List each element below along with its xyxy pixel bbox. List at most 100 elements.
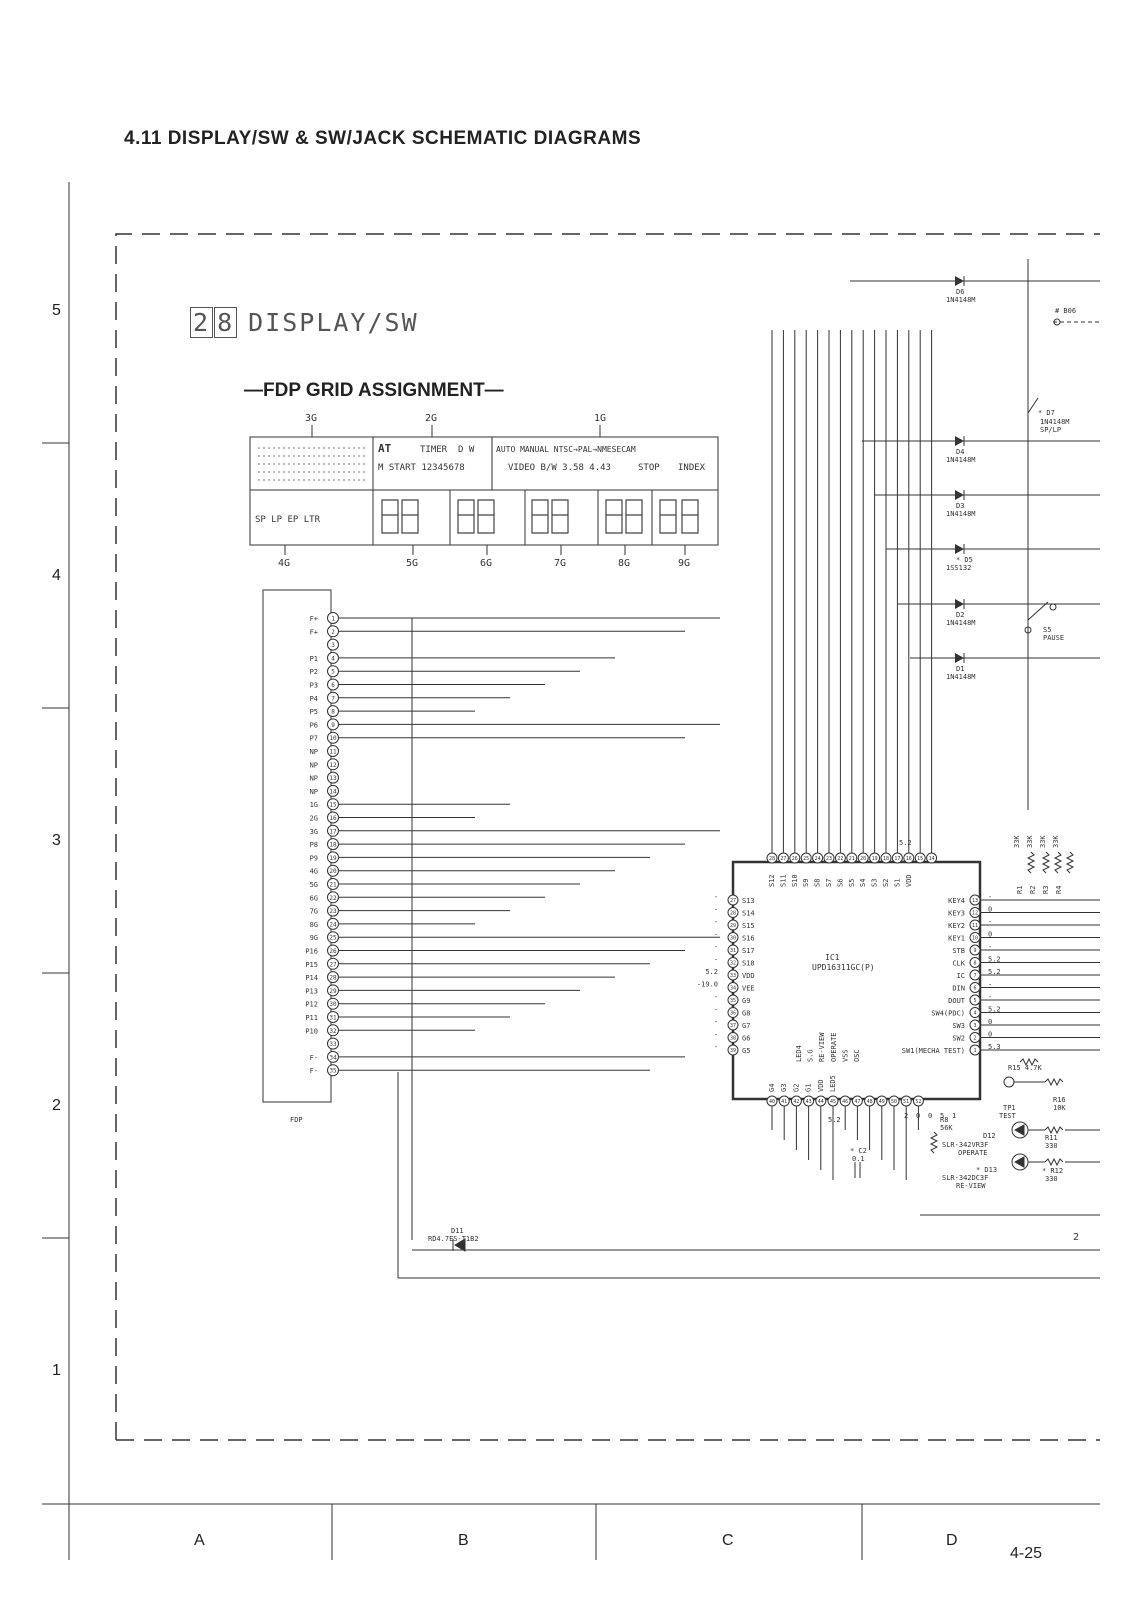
connector-pin-23 <box>327 904 339 917</box>
ic-left-pin <box>727 1007 739 1018</box>
c2-ref: * C2 <box>850 1147 867 1155</box>
fdp-grid-heading: —FDP GRID ASSIGNMENT— <box>244 380 504 401</box>
connector-pin-number: 35 <box>329 1068 337 1075</box>
connector-pin-name: F- <box>310 1067 318 1075</box>
resistor-ref: R4 <box>1055 886 1063 894</box>
ic1-part: UPD16311GC(P) <box>812 963 875 972</box>
ic-right-pin-voltage: 5.2 <box>988 1006 1001 1014</box>
ic-right-pin-number: 7 <box>973 973 976 979</box>
ic-top-pin-number: 24 <box>815 856 821 862</box>
connector-pin-name: P13 <box>305 987 318 995</box>
connector-pin-name: 4G <box>310 868 318 876</box>
section-number-a: 2 <box>190 307 214 338</box>
diode-part: 1N4148M <box>946 510 976 518</box>
diode-part: 1N4148M <box>946 456 976 464</box>
ic-top-pin-name: S4 <box>859 879 867 887</box>
connector-pin-name: 9G <box>310 934 318 942</box>
connector-pin-number: 22 <box>329 895 337 902</box>
resistor-value: 33K <box>1026 835 1034 848</box>
ic-left-pin-number: 39 <box>730 1048 736 1054</box>
connector-pin-name: P9 <box>310 854 318 862</box>
d13-part: SLR-342DC3F <box>942 1174 988 1182</box>
ic-right-pin-voltage: - <box>988 943 992 951</box>
connector-pin-8 <box>327 705 339 718</box>
ic1-pins: 28S1227S1126S1025S924S823S722S621S520S41… <box>697 852 1001 1120</box>
connector-pin-number: 5 <box>331 669 335 676</box>
section-name: DISPLAY/SW <box>248 308 419 337</box>
connector-pin-number: 10 <box>329 735 337 742</box>
indicator-stop: STOP <box>638 463 660 473</box>
ic-bottom-pin-number: 52 <box>915 1099 921 1105</box>
ic-top-pin-number: 15 <box>917 856 923 862</box>
d11-ref: D11 <box>451 1227 464 1235</box>
ic-left-pin <box>727 969 739 981</box>
ic-right-pin-number: 12 <box>972 911 978 917</box>
resistor-ref: R2 <box>1029 886 1037 894</box>
connector-pin-name: NP <box>310 788 318 796</box>
ic-top-pin-number: 26 <box>792 856 798 862</box>
ic-left-pin-name: S15 <box>742 922 755 930</box>
connector-pin-6 <box>327 678 339 691</box>
connector-pin-25 <box>327 931 339 944</box>
diode-symbol <box>955 490 964 500</box>
ic-top-pin-name: S2 <box>882 879 890 887</box>
ic-bottom-pin-number: 46 <box>842 1099 848 1105</box>
d12-part: SLR-342VR3F <box>942 1141 988 1149</box>
connector-pin-1 <box>327 612 339 624</box>
d13-func: RE-VIEW <box>956 1182 986 1190</box>
d7-part: 1N4148M <box>1040 418 1070 426</box>
connector-pin-name: F- <box>310 1054 318 1062</box>
ic-bottom-pin-number: 41 <box>781 1099 787 1105</box>
indicator-at: AT <box>378 442 392 455</box>
ic-bottom-pin-number: 49 <box>879 1099 885 1105</box>
connector-pin-name: P1 <box>310 655 318 663</box>
diode-ref: D2 <box>956 611 964 619</box>
diode-part: 1N4148M <box>946 619 976 627</box>
connector-pin-number: 13 <box>329 775 337 782</box>
ic-right-pin-voltage: 5.2 <box>988 968 1001 976</box>
connector-pin-number: 18 <box>329 842 337 849</box>
ic-top-pin-number: 28 <box>769 856 775 862</box>
s5-ref: S5 <box>1043 626 1051 634</box>
connector-pin-number: 30 <box>329 1001 337 1008</box>
ic-left-pin-number: 31 <box>730 948 736 954</box>
ic-right-pin-name: SW3 <box>952 1022 965 1030</box>
connector-pin-number: 3 <box>331 642 335 649</box>
ic-left-pin-number: 38 <box>730 1036 736 1042</box>
connector-pin-number: 6 <box>331 682 335 689</box>
connector-pin-20 <box>327 864 339 877</box>
ic-left-pin-voltage: - <box>714 993 718 1001</box>
ic-right-pin-voltage: - <box>988 918 992 926</box>
ic-right-pin-number: 4 <box>973 1011 976 1017</box>
ic1-body <box>731 860 982 1101</box>
connector-pin-19 <box>327 851 339 864</box>
connector-pin-number: 29 <box>329 988 337 995</box>
ic-top-pin-name: S11 <box>779 874 787 887</box>
ic-left-pin <box>727 1032 739 1043</box>
connector-pin-34 <box>327 1050 339 1063</box>
diode-part: 1N4148M <box>946 296 976 304</box>
grid-label-5g: 5G <box>406 558 418 569</box>
diode-symbol <box>955 544 964 554</box>
ic-right-pin-number: 11 <box>972 923 978 929</box>
connector-pin-name: 6G <box>310 894 318 902</box>
ic-right-pin-voltage: 5.3 <box>988 1043 1001 1051</box>
ic-inner-label: LED4 <box>795 1045 803 1062</box>
connector-pin-number: 27 <box>329 961 337 968</box>
d12-func: OPERATE <box>958 1149 988 1157</box>
ic-left-pin-voltage: - <box>714 893 718 901</box>
diode-ref: D1 <box>956 665 964 673</box>
ic-top-pin-name: S1 <box>893 879 901 887</box>
ic-right-pin-name: KEY3 <box>948 910 965 918</box>
connector-pin-11 <box>327 745 339 757</box>
c2-value: 0.1 <box>852 1155 865 1163</box>
resistor-ref: R1 <box>1016 886 1024 894</box>
ic-left-pin <box>727 1044 739 1056</box>
ic-top-pin-number: 25 <box>803 856 809 862</box>
ic-right-pin-voltage: 0 <box>988 931 992 939</box>
connector-pin-33 <box>327 1037 339 1050</box>
ic-left-pin-voltage: - <box>714 931 718 939</box>
ic-top-pin-number: 22 <box>837 856 843 862</box>
connector-pin-name: F+ <box>310 615 318 623</box>
connector-pin-21 <box>327 878 339 890</box>
